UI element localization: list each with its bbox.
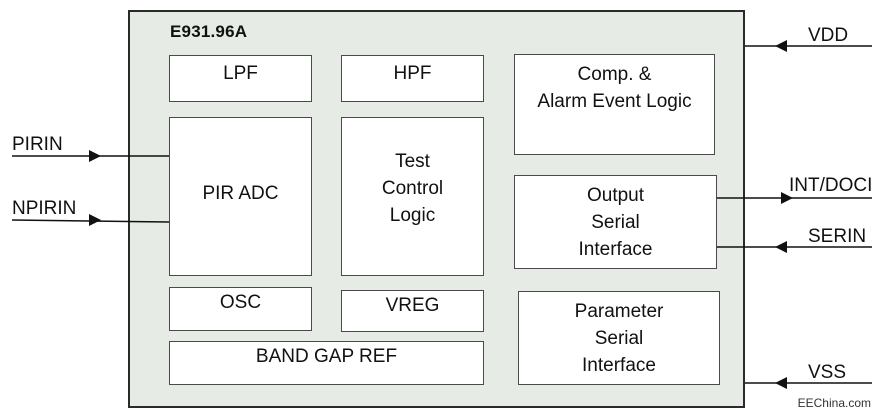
osc-block: OSC <box>169 287 312 331</box>
parameter-serial-interface-label: Parameter Serial Interface <box>574 300 664 376</box>
band-gap-ref-block: BAND GAP REF <box>169 341 484 385</box>
test-control-logic-label: Test Control Logic <box>381 151 444 226</box>
band-gap-ref-label: BAND GAP REF <box>255 346 398 367</box>
pin-label-npirin: NPIRIN <box>12 198 77 219</box>
comp-alarm-logic-label: Comp. & Alarm Event Logic <box>537 64 692 112</box>
pin-label-pirin: PIRIN <box>12 134 63 155</box>
pirin-arrow-icon <box>89 150 101 162</box>
osc-label: OSC <box>219 292 262 313</box>
pir-adc-block: PIR ADC <box>169 117 312 276</box>
pin-label-vss: VSS <box>808 362 847 383</box>
vreg-block: VREG <box>341 290 484 332</box>
watermark: EEChina.com <box>797 396 871 410</box>
test-control-logic-block: Test Control Logic <box>341 117 484 276</box>
pin-label-serin: SERIN <box>808 226 867 247</box>
vdd-arrow-icon <box>775 40 787 52</box>
hpf-block: HPF <box>341 55 484 102</box>
vss-arrow-icon <box>775 377 787 389</box>
vreg-label: VREG <box>385 295 440 316</box>
int-doci-arrow-icon <box>781 192 793 204</box>
serin-arrow-icon <box>775 241 787 253</box>
parameter-serial-interface-block: Parameter Serial Interface <box>518 291 720 385</box>
pin-label-int-doci: INT/DOCI <box>789 175 873 196</box>
pir-adc-label: PIR ADC <box>202 183 279 204</box>
output-serial-interface-block: Output Serial Interface <box>514 175 717 269</box>
comp-alarm-logic-block: Comp. & Alarm Event Logic <box>514 54 715 155</box>
lpf-label: LPF <box>223 63 258 84</box>
lpf-block: LPF <box>169 55 312 102</box>
pin-label-vdd: VDD <box>808 25 849 46</box>
chip-title: E931.96A <box>170 22 248 41</box>
output-serial-interface-label: Output Serial Interface <box>578 184 653 260</box>
npirin-arrow-icon <box>89 214 101 226</box>
hpf-label: HPF <box>393 63 432 84</box>
